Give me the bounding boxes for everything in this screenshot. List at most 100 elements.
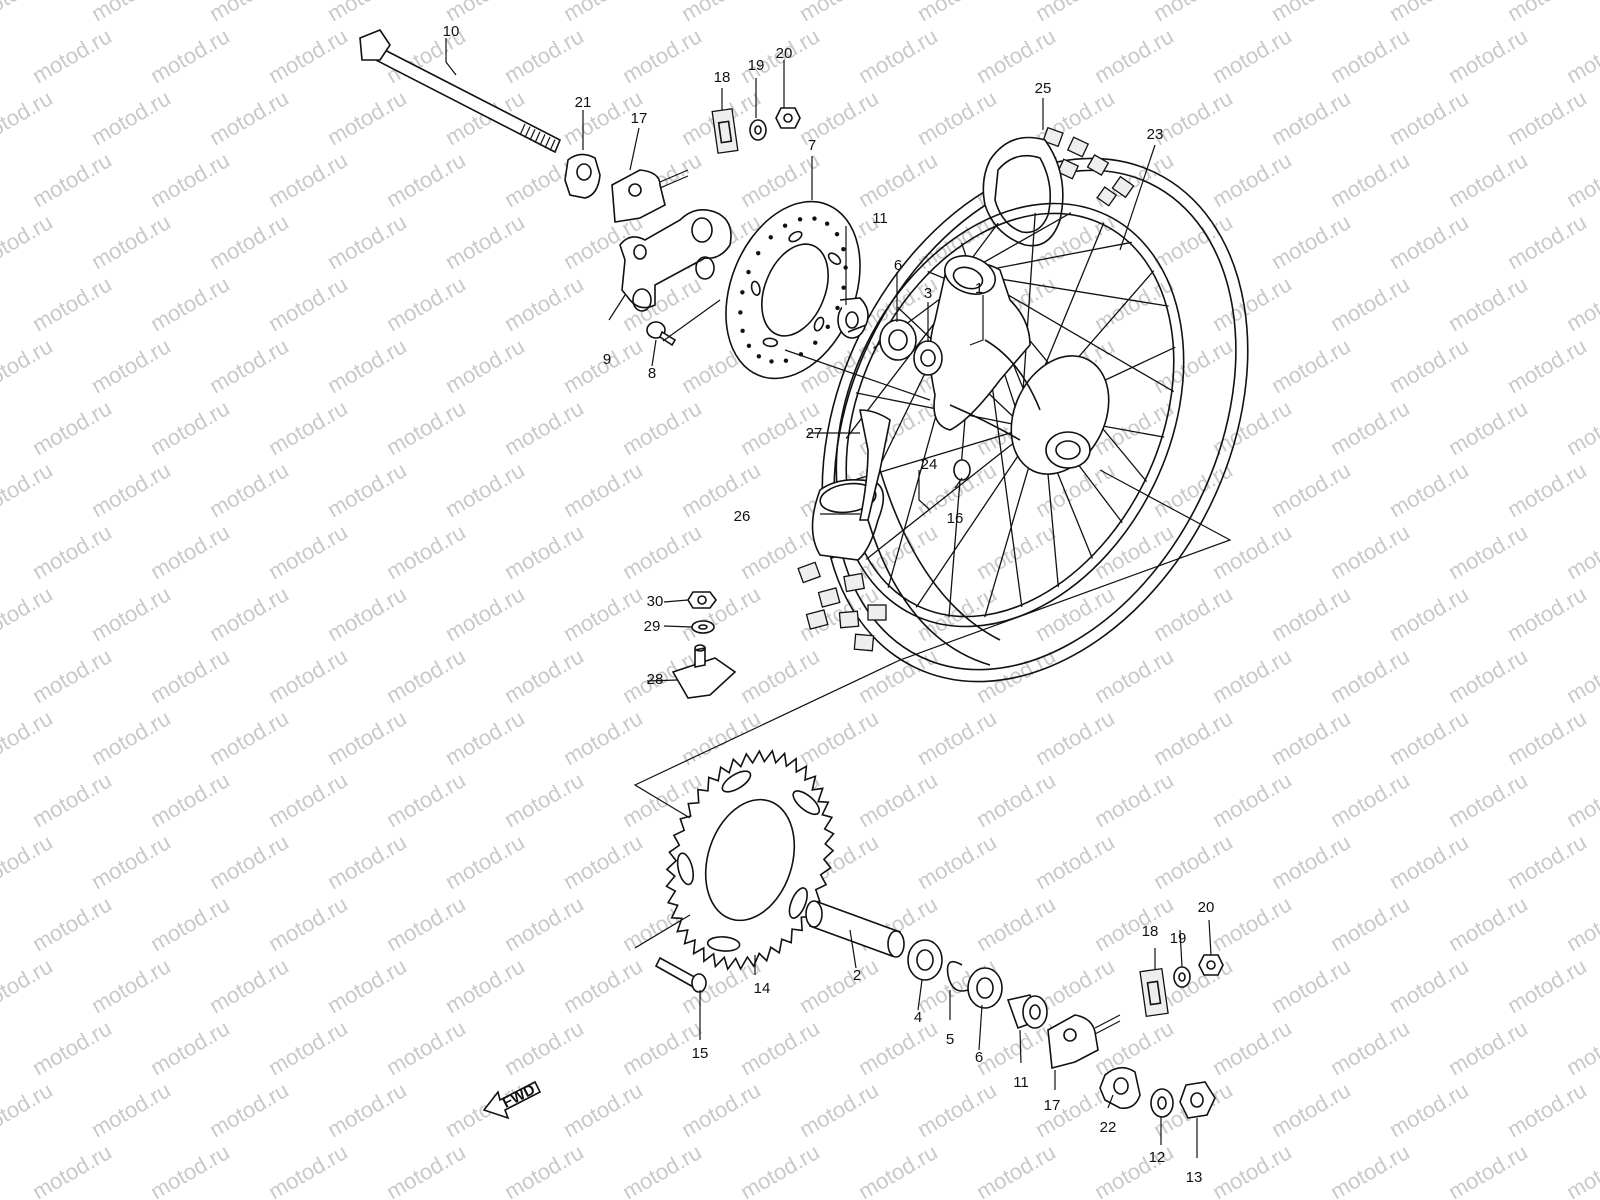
callout-label: 11: [872, 210, 888, 227]
leader-line: [663, 625, 693, 628]
watermark-text: motod.ru: [500, 395, 588, 460]
watermark-text: motod.ru: [146, 395, 234, 460]
circlip: [946, 960, 969, 992]
leader-line: [445, 38, 457, 76]
watermark-text: motod.ru: [1326, 519, 1414, 584]
watermark-text: motod.ru: [87, 333, 175, 398]
callout-label: 21: [575, 94, 592, 111]
axle-plate-top: [564, 153, 601, 199]
watermark-text: motod.ru: [87, 953, 175, 1018]
watermark-text: motod.ru: [972, 1015, 1060, 1080]
watermark-text: motod.ru: [146, 1139, 234, 1200]
spoke-nipple: [953, 459, 971, 481]
collar-right: [1006, 994, 1048, 1030]
callout-label: 25: [1035, 80, 1052, 97]
callout-label: 6: [894, 257, 902, 274]
sprocket: [665, 749, 835, 971]
rim-band: [859, 409, 1001, 666]
watermark-text: motod.ru: [1503, 705, 1591, 770]
callout-label: 10: [443, 23, 460, 40]
leader-line: [634, 914, 691, 949]
watermark-text: motod.ru: [1031, 705, 1119, 770]
watermark-text: motod.ru: [382, 767, 470, 832]
callout-label: 17: [631, 110, 648, 127]
watermark-text: motod.ru: [559, 953, 647, 1018]
callout-label: 26: [734, 508, 751, 525]
watermark-text: motod.ru: [1503, 333, 1591, 398]
watermark-text: motod.ru: [1326, 1139, 1414, 1200]
watermark-text: motod.ru: [0, 333, 57, 398]
watermark-text: motod.ru: [1385, 333, 1473, 398]
watermark-text: motod.ru: [1149, 705, 1237, 770]
callout-label: 13: [1186, 1169, 1203, 1186]
watermark-text: motod.ru: [1385, 457, 1473, 522]
watermark-text: motod.ru: [1385, 1077, 1473, 1142]
watermark-text: motod.ru: [0, 953, 57, 1018]
watermark-text: motod.ru: [1385, 581, 1473, 646]
watermark-text: motod.ru: [736, 1015, 824, 1080]
watermark-text: motod.ru: [323, 85, 411, 150]
watermark-text: motod.ru: [1267, 333, 1355, 398]
watermark-text: motod.ru: [1503, 581, 1591, 646]
callout-label: 17: [1044, 1097, 1061, 1114]
watermark-text: motod.ru: [28, 767, 116, 832]
watermark-text: motod.ru: [677, 1077, 765, 1142]
watermark-text: motod.ru: [87, 0, 175, 26]
callout-label: 12: [1149, 1149, 1166, 1166]
callout-label: 11: [1013, 1074, 1029, 1091]
watermark-text: motod.ru: [1444, 891, 1532, 956]
watermark-text: motod.ru: [323, 333, 411, 398]
callout-label: 5: [946, 1031, 954, 1048]
callout-label: 8: [648, 365, 656, 382]
watermark-text: motod.ru: [913, 705, 1001, 770]
watermark-text: motod.ru: [1562, 147, 1600, 212]
watermark-text: motod.ru: [1326, 767, 1414, 832]
watermark-text: motod.ru: [1503, 0, 1591, 26]
watermark-text: motod.ru: [323, 0, 411, 26]
watermark-text: motod.ru: [441, 953, 529, 1018]
watermark-text: motod.ru: [1444, 519, 1532, 584]
watermark-text: motod.ru: [441, 333, 529, 398]
watermark-text: motod.ru: [1208, 271, 1296, 336]
watermark-text: motod.ru: [1090, 767, 1178, 832]
watermark-text: motod.ru: [1267, 0, 1355, 26]
watermark-text: motod.ru: [618, 1139, 706, 1200]
leader-line: [969, 295, 984, 346]
adjuster-plate-top: [711, 108, 739, 154]
watermark-text: motod.ru: [441, 581, 529, 646]
watermark-text: motod.ru: [382, 643, 470, 708]
watermark-text: motod.ru: [87, 581, 175, 646]
watermark-text: motod.ru: [1562, 767, 1600, 832]
bracket-bolt: [646, 321, 677, 347]
spoke: [981, 275, 1169, 307]
leader-line: [978, 1004, 983, 1051]
watermark-text: motod.ru: [87, 457, 175, 522]
watermark-text: motod.ru: [559, 457, 647, 522]
watermark-text: motod.ru: [972, 891, 1060, 956]
watermark-text: motod.ru: [1090, 643, 1178, 708]
spacer-tube: [805, 900, 905, 958]
callout-label: 3: [924, 285, 932, 302]
watermark-text: motod.ru: [87, 829, 175, 894]
watermark-text: motod.ru: [972, 767, 1060, 832]
watermark-text: motod.ru: [1503, 457, 1591, 522]
watermark-text: motod.ru: [1385, 209, 1473, 274]
watermark-text: motod.ru: [441, 209, 529, 274]
watermark-text: motod.ru: [1562, 519, 1600, 584]
watermark-text: motod.ru: [28, 23, 116, 88]
watermark-text: motod.ru: [1444, 395, 1532, 460]
watermark-text: motod.ru: [854, 1015, 942, 1080]
watermark-text: motod.ru: [795, 1077, 883, 1142]
watermark-text: motod.ru: [913, 0, 1001, 26]
watermark-text: motod.ru: [0, 0, 57, 26]
watermark-text: motod.ru: [146, 147, 234, 212]
callout-label: 1: [975, 280, 983, 297]
watermark-text: motod.ru: [500, 643, 588, 708]
watermark-text: motod.ru: [500, 23, 588, 88]
bearing-6: [967, 967, 1003, 1009]
leader-line: [633, 469, 1232, 819]
watermark-text: motod.ru: [28, 519, 116, 584]
watermark-text: motod.ru: [205, 1077, 293, 1142]
chain-adjuster-top: [611, 169, 689, 223]
watermark-text: motod.ru: [1326, 395, 1414, 460]
